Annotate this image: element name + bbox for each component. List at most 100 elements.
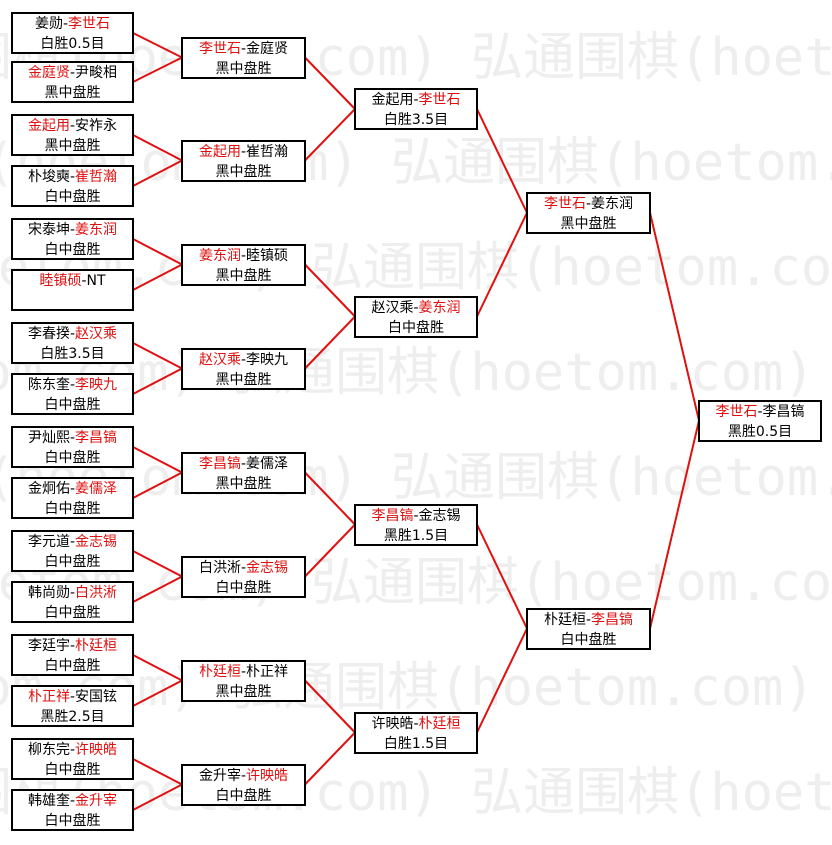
player-b: 赵汉乘 — [75, 326, 118, 342]
match-players: 姜勋-李世石 — [13, 14, 132, 34]
match-result: 白胜0.5目 — [40, 36, 105, 52]
match-result: 黑中盘胜 — [560, 215, 617, 232]
match-result: 黑胜0.5目 — [727, 423, 793, 440]
match-box-r1-7: 李春揆-赵汉乘白胜3.5目 — [11, 322, 134, 364]
connector-line — [132, 238, 183, 266]
player-a: 金起用 — [371, 92, 414, 108]
connector-line — [132, 263, 183, 291]
player-b: 李昌镐 — [762, 403, 805, 420]
player-separator: - — [69, 534, 76, 550]
match-players: 金庭贤-尹畯相 — [13, 63, 132, 83]
connector-line — [649, 420, 700, 629]
player-b: 朴廷桓 — [75, 638, 118, 654]
match-result: 白中盘胜 — [44, 762, 101, 778]
player-b: 金升宰 — [75, 793, 118, 809]
match-players: 李元道-金志锡 — [13, 532, 132, 552]
player-b: 金志锡 — [418, 507, 461, 524]
match-players: 尹灿熙-李昌镐 — [13, 428, 132, 448]
connector-line — [304, 731, 356, 786]
match-players: 李昌镐-金志锡 — [356, 506, 476, 526]
player-separator: - — [69, 65, 76, 81]
player-separator: - — [69, 689, 76, 705]
player-separator: - — [413, 715, 419, 732]
player-a: 韩雄奎 — [27, 793, 70, 809]
match-box-r2-1: 李世石-金庭贤黑中盘胜 — [181, 36, 306, 79]
match-players: 金起用-崔哲瀚 — [183, 142, 304, 162]
player-a: 许映皓 — [371, 715, 414, 732]
connector-line — [132, 550, 183, 578]
connector-line — [132, 159, 183, 187]
match-players: 睦镇硕-NT — [13, 271, 132, 291]
match-result: 黑中盘胜 — [215, 60, 272, 77]
match-box-r1-14: 朴正祥-安国铉黑胜2.5目 — [11, 685, 134, 727]
player-a: 宋泰坤 — [27, 222, 70, 238]
match-box-r2-7: 朴廷桓-朴正祥黑中盘胜 — [181, 659, 306, 702]
player-a: 金庭贤 — [27, 65, 70, 81]
player-b: 崔哲瀚 — [75, 169, 118, 185]
player-b: 白洪淅 — [75, 585, 118, 601]
match-box-r5-1: 李世石-李昌镐黑胜0.5目 — [698, 399, 822, 442]
match-box-r4-1: 李世石-姜东润黑中盘胜 — [526, 191, 651, 234]
match-players: 李世石-李昌镐 — [700, 402, 820, 422]
player-separator: - — [69, 585, 76, 601]
match-box-r1-16: 韩雄奎-金升宰白中盘胜 — [11, 789, 134, 831]
match-players: 朴埈奭-崔哲瀚 — [13, 167, 132, 187]
match-result: 白中盘胜 — [44, 605, 101, 621]
match-box-r2-6: 白洪淅-金志锡白中盘胜 — [181, 555, 306, 598]
connector-line — [132, 56, 183, 83]
match-box-r1-3: 金起用-安祚永黑中盘胜 — [11, 114, 134, 156]
player-separator: - — [240, 767, 247, 784]
connector-line — [304, 263, 356, 318]
player-a: 朴埈奭 — [27, 169, 70, 185]
player-separator: - — [413, 299, 419, 316]
match-players: 李世石-金庭贤 — [183, 39, 304, 59]
connector-line — [476, 212, 528, 317]
player-b: 姜儒泽 — [75, 481, 118, 497]
player-separator: - — [240, 143, 247, 160]
connector-line — [132, 446, 183, 474]
connector-line — [132, 783, 183, 811]
match-result: 白胜1.5目 — [383, 735, 449, 752]
match-players: 韩尚勋-白洪淅 — [13, 583, 132, 603]
player-a: 李廷宇 — [27, 638, 70, 654]
match-result: 黑中盘胜 — [215, 371, 272, 388]
player-separator: - — [69, 118, 76, 134]
player-a: 赵汉乘 — [371, 299, 414, 316]
match-players: 宋泰坤-姜东润 — [13, 220, 132, 240]
match-box-r1-8: 陈东奎-李映九白中盘胜 — [11, 373, 134, 415]
player-b: 李世石 — [68, 16, 111, 32]
match-result: 白中盘胜 — [44, 554, 101, 570]
match-box-r1-10: 金炯佑-姜儒泽白中盘胜 — [11, 477, 134, 519]
connector-line — [304, 679, 356, 734]
match-players: 韩雄奎-金升宰 — [13, 791, 132, 811]
match-players: 白洪淅-金志锡 — [183, 558, 304, 578]
match-result: 黑胜2.5目 — [40, 709, 105, 725]
match-players: 金起用-李世石 — [356, 90, 476, 110]
player-separator: - — [240, 559, 247, 576]
player-separator: - — [81, 273, 87, 289]
player-a: 李昌镐 — [371, 507, 414, 524]
connector-line — [476, 628, 528, 733]
match-box-r4-2: 朴廷桓-李昌镐白中盘胜 — [526, 607, 651, 650]
match-players: 李昌镐-姜儒泽 — [183, 454, 304, 474]
match-result: 白中盘胜 — [44, 242, 101, 258]
match-players: 朴正祥-安国铉 — [13, 687, 132, 707]
match-players: 李廷宇-朴廷桓 — [13, 636, 132, 656]
player-separator: - — [69, 430, 76, 446]
player-b: 李昌镐 — [591, 611, 634, 628]
match-result: 白胜3.5目 — [383, 112, 449, 128]
match-box-r1-11: 李元道-金志锡白中盘胜 — [11, 530, 134, 572]
match-box-r1-1: 姜勋-李世石白胜0.5目 — [11, 12, 134, 54]
match-result: 白中盘胜 — [560, 631, 617, 648]
match-result: 黑胜1.5目 — [383, 527, 449, 544]
connector-line — [132, 575, 183, 603]
player-a: 柳东完 — [27, 742, 70, 758]
match-box-r2-8: 金升宰-许映皓白中盘胜 — [181, 763, 306, 806]
match-box-r3-2: 赵汉乘-姜东润白中盘胜 — [354, 295, 478, 338]
player-a: 朴廷桓 — [543, 611, 586, 628]
connector-line — [304, 108, 356, 162]
player-b: 姜东润 — [418, 299, 461, 316]
player-b: 金志锡 — [246, 559, 289, 576]
player-separator: - — [69, 377, 76, 393]
